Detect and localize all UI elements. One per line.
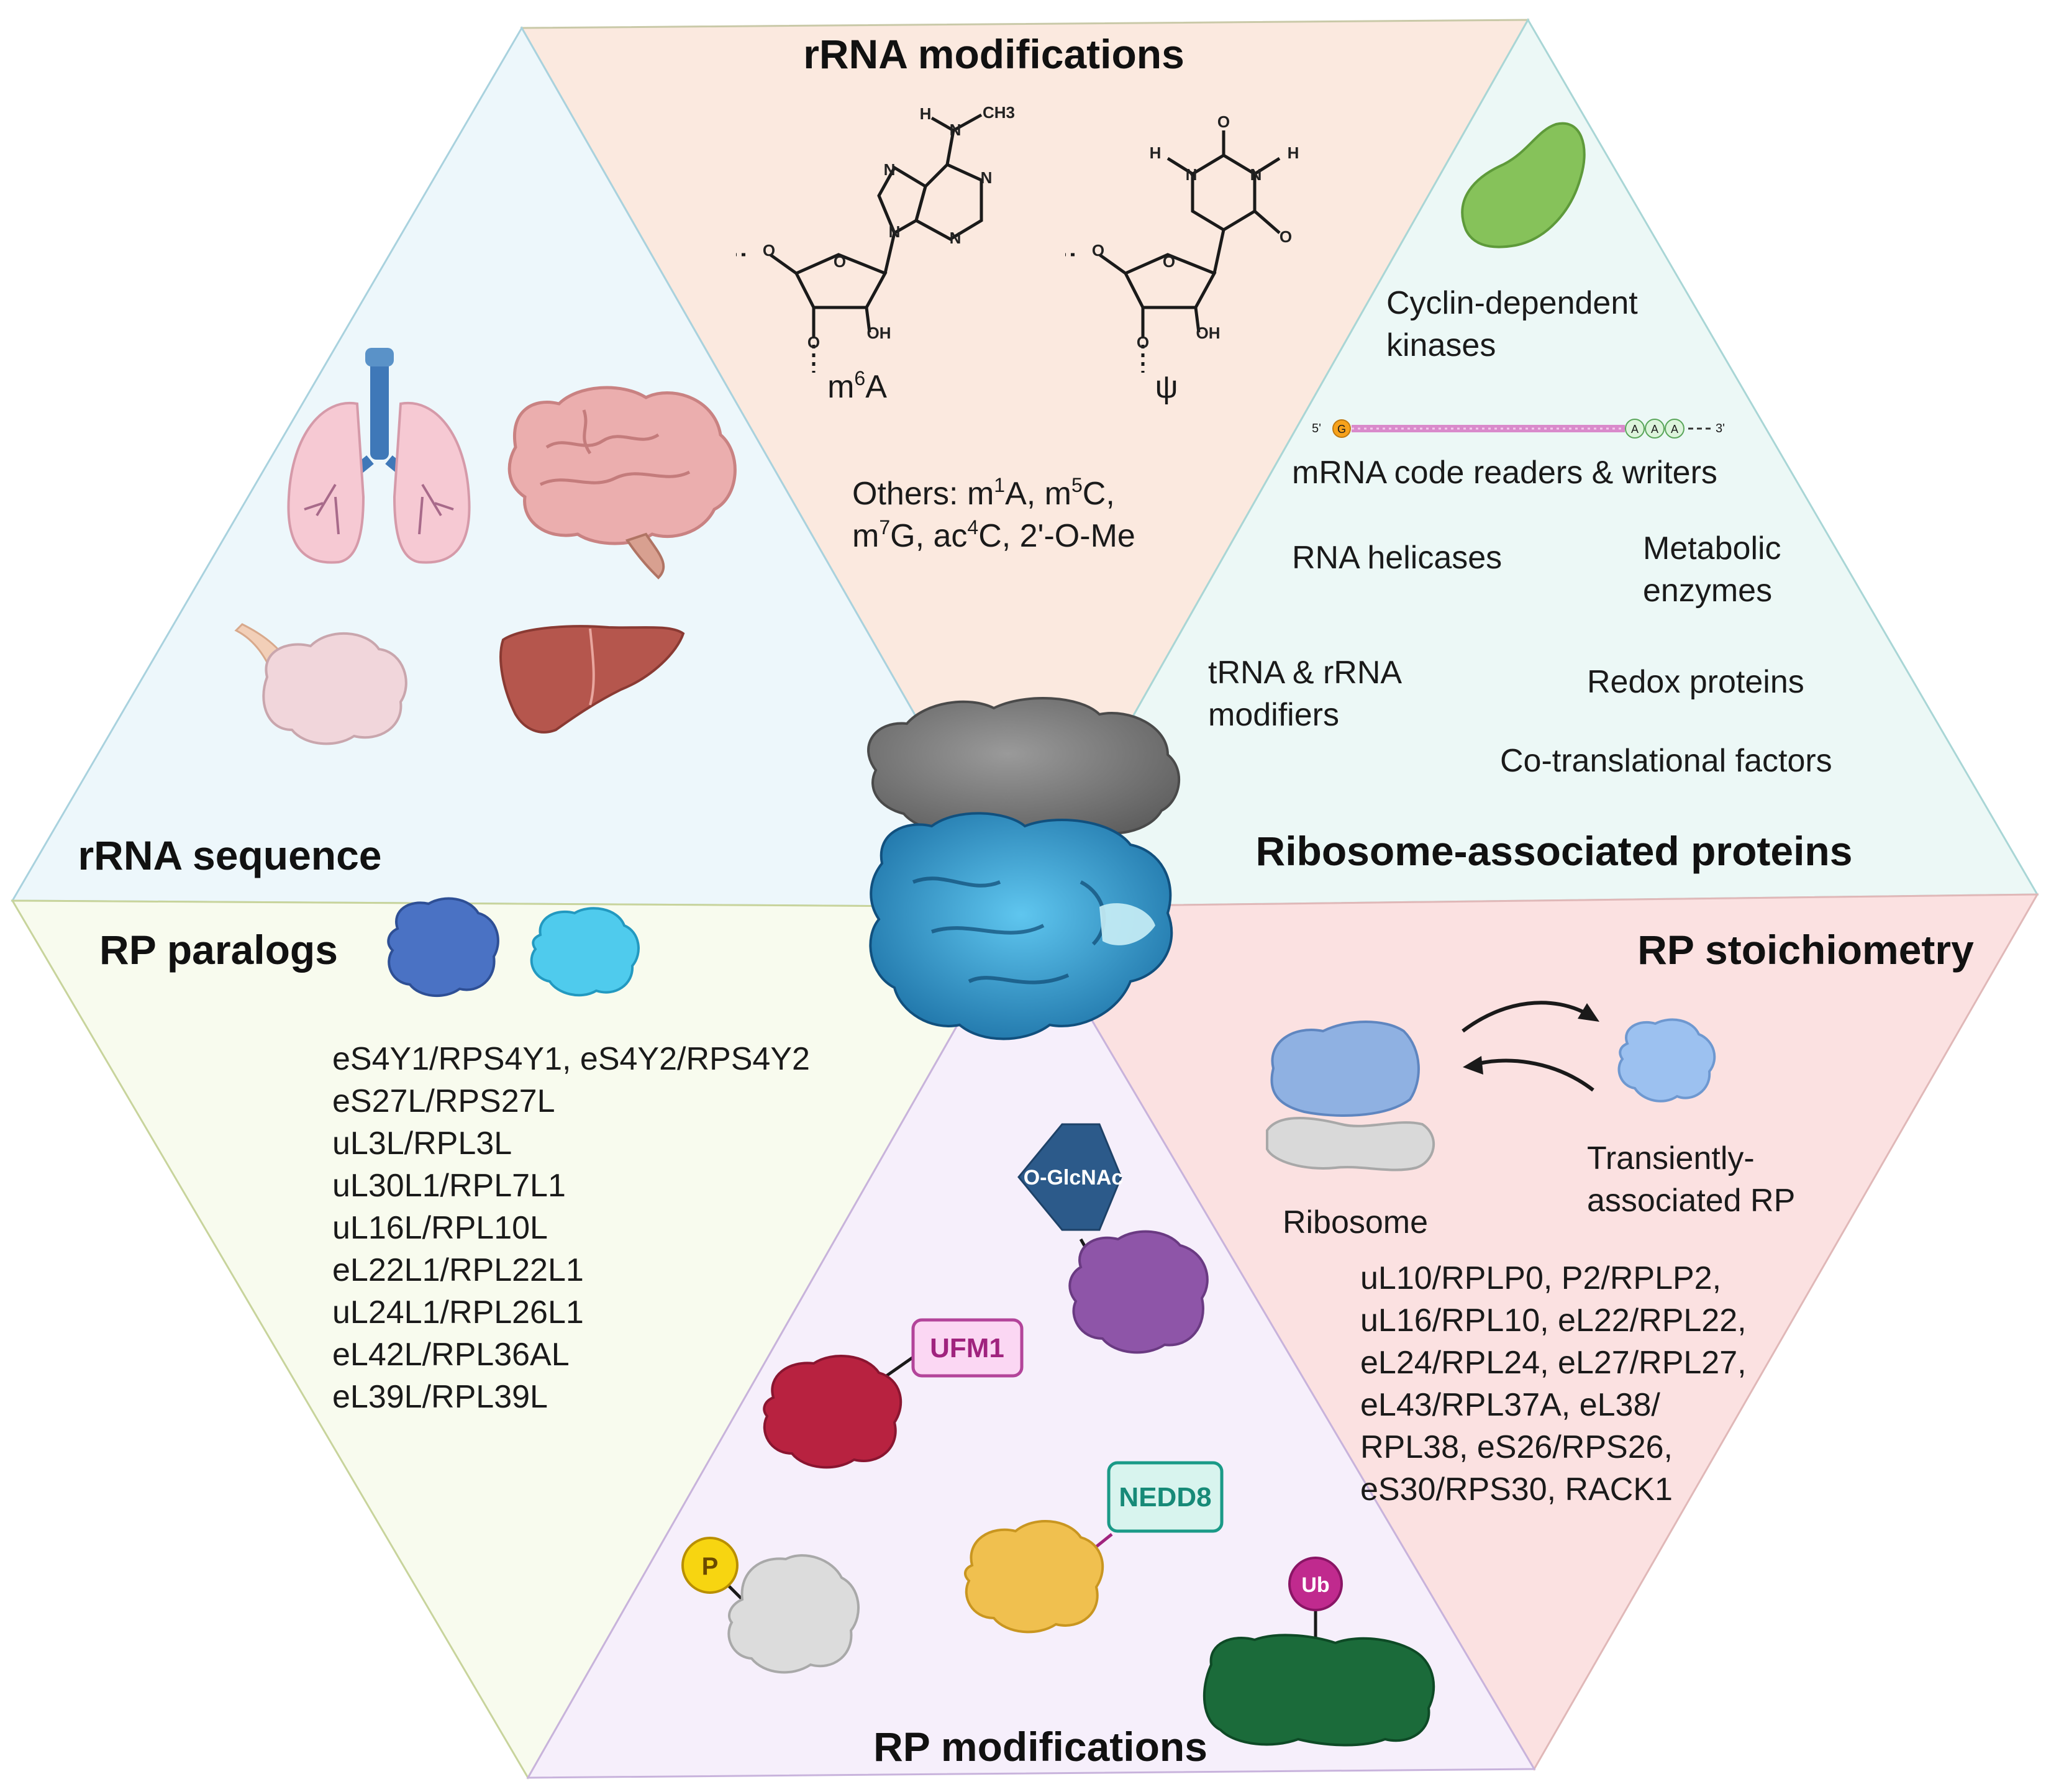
oglcnac-protein-icon bbox=[1068, 1230, 1209, 1354]
ub-protein-icon bbox=[1203, 1634, 1435, 1747]
title-rrna-sequence: rRNA sequence bbox=[78, 832, 381, 878]
paralog-item: eS27L/RPS27L bbox=[332, 1083, 555, 1119]
rap-item-redox: Redox proteins bbox=[1587, 664, 1804, 700]
paralog-item: eL39L/RPL39L bbox=[332, 1379, 548, 1415]
nedd8-protein-icon bbox=[964, 1520, 1104, 1634]
pancreas-icon bbox=[234, 623, 407, 745]
psi-label: ψ bbox=[1155, 369, 1178, 405]
paralog-protein-light-icon bbox=[530, 907, 640, 997]
mrna-3prime: 3' bbox=[1716, 422, 1725, 435]
oglcnac-hexagon-icon bbox=[1017, 1123, 1122, 1231]
m6a-n6: N bbox=[950, 121, 962, 139]
stoich-item: eL24/RPL24, eL27/RPL27, bbox=[1360, 1345, 1747, 1381]
nedd8-label: NEDD8 bbox=[1119, 1482, 1211, 1512]
m6a-oh: OH bbox=[867, 324, 891, 342]
ufm1-label: UFM1 bbox=[930, 1333, 1004, 1363]
m6a-atom-labels: H N CH3 N N N N O O OH O bbox=[763, 103, 1015, 352]
m6a-n7: N bbox=[884, 160, 896, 179]
ufm1-protein-icon bbox=[763, 1355, 903, 1469]
lungs-icon bbox=[287, 348, 471, 564]
stoich-item: RPL38, eS26/RPS26, bbox=[1360, 1429, 1673, 1465]
m6a-o3: O bbox=[807, 333, 820, 352]
stoich-item: uL16/RPL10, eL22/RPL22, bbox=[1360, 1303, 1747, 1339]
m6a-h: H bbox=[920, 104, 932, 123]
rap-item-metabolic-line1: Metabolic bbox=[1643, 530, 1781, 566]
psi-structure bbox=[1065, 130, 1281, 373]
psi-o2: O bbox=[1217, 112, 1230, 131]
liver-icon bbox=[499, 625, 685, 734]
others-line-2: m7G, ac4C, 2'-O-Me bbox=[852, 516, 1135, 554]
stoich-item: eL43/RPL37A, eL38/ bbox=[1360, 1387, 1660, 1423]
psi-atom-labels: O H N N H O O O OH O bbox=[1092, 112, 1299, 352]
psi-h1: H bbox=[1150, 143, 1162, 162]
title-rp-modifications: RP modifications bbox=[873, 1724, 1207, 1770]
mrna-strand-icon: 5' G A A A 3' bbox=[1312, 419, 1725, 439]
psi-ring-o: O bbox=[1163, 252, 1175, 271]
m6a-o5: O bbox=[763, 241, 775, 260]
ub-label: Ub bbox=[1301, 1573, 1329, 1597]
rap-item-cotranslational: Co-translational factors bbox=[1500, 743, 1832, 779]
rap-item-modifiers-line1: tRNA & rRNA bbox=[1208, 655, 1402, 691]
psi-oh: OH bbox=[1196, 324, 1221, 342]
m6a-n9: N bbox=[889, 222, 901, 241]
title-rp-stoichiometry: RP stoichiometry bbox=[1637, 927, 1974, 973]
m6a-n3: N bbox=[950, 229, 962, 247]
mrna-polya-3: A bbox=[1671, 423, 1678, 435]
transient-rp-line1: Transiently- bbox=[1587, 1140, 1755, 1176]
paralog-item: uL16L/RPL10L bbox=[332, 1210, 548, 1246]
exchange-arrows-icon bbox=[1462, 1001, 1599, 1092]
rap-item-mrna-readers: mRNA code readers & writers bbox=[1292, 455, 1717, 491]
paralog-item: eS4Y1/RPS4Y1, eS4Y2/RPS4Y2 bbox=[332, 1041, 810, 1077]
phospho-protein-icon bbox=[727, 1554, 860, 1674]
psi-h3: H bbox=[1288, 143, 1299, 162]
rap-item-rna-helicases: RNA helicases bbox=[1292, 540, 1502, 576]
psi-o5: O bbox=[1092, 241, 1104, 260]
m6a-n1: N bbox=[981, 168, 993, 187]
others-line-1: Others: m1A, m5C, bbox=[852, 474, 1115, 512]
ribosome-small-icon bbox=[1266, 1021, 1435, 1171]
paralog-item: eL42L/RPL36AL bbox=[332, 1337, 570, 1373]
mrna-polya-1: A bbox=[1631, 423, 1639, 435]
title-rrna-modifications: rRNA modifications bbox=[803, 31, 1184, 77]
m6a-structure bbox=[736, 113, 983, 373]
ub-tag-icon bbox=[1288, 1557, 1343, 1611]
mrna-cap-label: G bbox=[1337, 423, 1346, 435]
psi-o4: O bbox=[1280, 227, 1292, 246]
rp-paralogs-list: eS4Y1/RPS4Y1, eS4Y2/RPS4Y2 eS27L/RPS27L … bbox=[332, 1041, 810, 1415]
rap-item-modifiers-line2: modifiers bbox=[1208, 697, 1339, 733]
stoich-item: uL10/RPLP0, P2/RPLP2, bbox=[1360, 1260, 1721, 1296]
oglcnac-label: O-GlcNAc bbox=[1024, 1166, 1124, 1189]
stoich-item: eS30/RPS30, RACK1 bbox=[1360, 1471, 1673, 1508]
m6a-ring-o: O bbox=[834, 252, 846, 271]
brain-icon bbox=[507, 386, 737, 580]
paralog-item: uL24L1/RPL26L1 bbox=[332, 1294, 584, 1330]
transient-rp-icon bbox=[1617, 1018, 1716, 1103]
psi-o3: O bbox=[1137, 333, 1149, 352]
paralog-protein-dark-icon bbox=[387, 897, 499, 998]
transient-rp-line2: associated RP bbox=[1587, 1183, 1795, 1219]
title-rp-paralogs: RP paralogs bbox=[99, 927, 338, 973]
title-ribosome-associated-proteins: Ribosome-associated proteins bbox=[1256, 828, 1853, 874]
ribosome-label: Ribosome bbox=[1283, 1204, 1428, 1240]
rap-item-cyclin-line2: kinases bbox=[1386, 327, 1496, 363]
paralog-item: uL3L/RPL3L bbox=[332, 1126, 512, 1162]
ribosome-center-icon bbox=[867, 696, 1181, 1040]
mrna-cap-circle bbox=[1332, 419, 1351, 438]
paralog-item: eL22L1/RPL22L1 bbox=[332, 1252, 584, 1288]
cdk-protein-icon bbox=[1461, 122, 1586, 248]
mrna-polya-2: A bbox=[1651, 423, 1658, 435]
rap-item-metabolic-line2: enzymes bbox=[1643, 573, 1772, 609]
nedd8-tag-box bbox=[1107, 1461, 1224, 1533]
phospho-tag-icon bbox=[681, 1537, 739, 1594]
psi-n3: N bbox=[1250, 165, 1262, 184]
rap-item-cyclin-line1: Cyclin-dependent bbox=[1386, 285, 1638, 321]
rp-stoichiometry-list: uL10/RPLP0, P2/RPLP2, uL16/RPL10, eL22/R… bbox=[1360, 1260, 1747, 1508]
m6a-ch3: CH3 bbox=[983, 103, 1015, 122]
mrna-5prime: 5' bbox=[1312, 422, 1321, 435]
ufm1-tag-box bbox=[911, 1318, 1024, 1378]
phospho-label: P bbox=[702, 1553, 719, 1580]
psi-n1: N bbox=[1186, 165, 1198, 184]
paralog-item: uL30L1/RPL7L1 bbox=[332, 1168, 566, 1204]
